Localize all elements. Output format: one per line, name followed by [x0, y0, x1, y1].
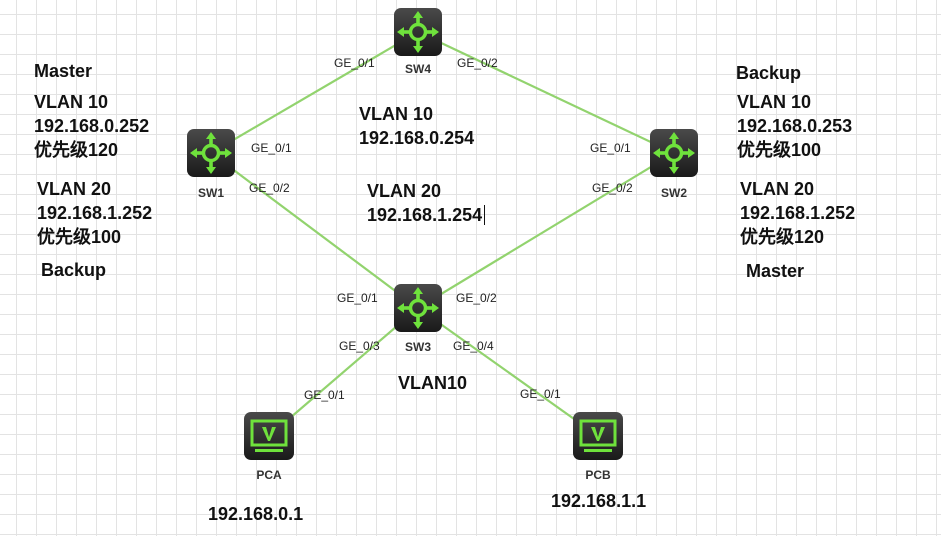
switch-sw2[interactable]: SW2	[648, 127, 700, 200]
port-label-sw3-ge01: GE_0/1	[337, 291, 378, 305]
switch-icon	[648, 127, 700, 179]
port-label-sw2-ge01: GE_0/1	[590, 141, 631, 155]
center-vlan20-label: VLAN 20	[367, 181, 442, 201]
port-label-sw3-ge03: GE_0/3	[339, 339, 380, 353]
device-label-pca: PCA	[256, 468, 282, 482]
sw2-vlan10-ip: 192.168.0.253	[737, 116, 853, 136]
monitor-icon	[242, 410, 296, 462]
access-vlan-label: VLAN10	[398, 373, 468, 393]
center-vlan10-label: VLAN 10	[359, 104, 434, 124]
link-sw4-sw2	[417, 31, 675, 154]
link-sw4-sw1	[210, 31, 419, 154]
center-vlan10-block: VLAN 10 192.168.0.254	[359, 102, 474, 150]
switch-sw3[interactable]: SW3	[392, 282, 444, 354]
port-label-sw3-ge04: GE_0/4	[453, 339, 494, 353]
port-label-sw2-ge02: GE_0/2	[592, 181, 633, 195]
pcb-ip: 192.168.1.1	[551, 491, 647, 511]
pc-pcb[interactable]: PCB	[571, 410, 625, 482]
switch-sw4[interactable]: SW4	[392, 6, 444, 76]
sw2-vlan20-priority: 优先级120	[740, 227, 825, 247]
link-sw2-sw3	[417, 152, 675, 309]
center-vlan20-block: VLAN 20 192.168.1.254	[367, 179, 486, 227]
sw1-vlan20-priority: 优先级100	[37, 227, 122, 247]
sw1-vlan20-block: VLAN 20 192.168.1.252 优先级100	[37, 177, 152, 249]
sw1-vlan20-label: VLAN 20	[37, 179, 112, 199]
sw2-vlan10-priority: 优先级100	[737, 140, 822, 160]
center-vlan10-vip: 192.168.0.254	[359, 128, 475, 148]
port-label-sw4-ge02: GE_0/2	[457, 56, 498, 70]
device-label-sw3: SW3	[405, 340, 431, 354]
port-label-pca-ge01: GE_0/1	[304, 388, 345, 402]
monitor-icon	[571, 410, 625, 462]
port-label-sw4-ge01: GE_0/1	[334, 56, 375, 70]
sw1-vlan20-ip: 192.168.1.252	[37, 203, 153, 223]
sw1-vlan10-ip: 192.168.0.252	[34, 116, 150, 136]
device-label-sw1: SW1	[198, 186, 224, 200]
link-sw1-sw3	[210, 152, 419, 309]
sw2-role-top: Backup	[736, 63, 802, 83]
device-label-sw2: SW2	[661, 186, 687, 200]
switch-sw1[interactable]: SW1	[185, 127, 237, 200]
sw2-vlan20-label: VLAN 20	[740, 179, 815, 199]
port-label-pcb-ge01: GE_0/1	[520, 387, 561, 401]
sw1-vlan10-block: VLAN 10 192.168.0.252 优先级120	[34, 90, 149, 162]
switch-icon	[392, 6, 444, 58]
sw2-vlan10-block: VLAN 10 192.168.0.253 优先级100	[737, 90, 852, 162]
sw2-vlan20-ip: 192.168.1.252	[740, 203, 856, 223]
sw1-role-bottom: Backup	[41, 260, 107, 280]
sw1-role-top: Master	[34, 61, 93, 81]
link-sw3-pca	[268, 307, 419, 437]
link-sw3-pcb	[417, 307, 599, 437]
sw2-vlan10-label: VLAN 10	[737, 92, 812, 112]
pc-pca[interactable]: PCA	[242, 410, 296, 482]
center-vlan20-vip: 192.168.1.254	[367, 205, 483, 225]
device-label-sw4: SW4	[405, 62, 431, 76]
device-label-pcb: PCB	[585, 468, 611, 482]
port-label-sw3-ge02: GE_0/2	[456, 291, 497, 305]
sw1-vlan10-label: VLAN 10	[34, 92, 109, 112]
switch-icon	[392, 282, 444, 334]
sw2-vlan20-block: VLAN 20 192.168.1.252 优先级120	[740, 177, 855, 249]
pca-ip: 192.168.0.1	[208, 504, 304, 524]
sw1-vlan10-priority: 优先级120	[34, 140, 119, 160]
switch-icon	[185, 127, 237, 179]
text-cursor	[484, 205, 486, 225]
port-label-sw1-ge01: GE_0/1	[251, 141, 292, 155]
port-label-sw1-ge02: GE_0/2	[249, 181, 290, 195]
sw2-role-bottom: Master	[746, 261, 805, 281]
